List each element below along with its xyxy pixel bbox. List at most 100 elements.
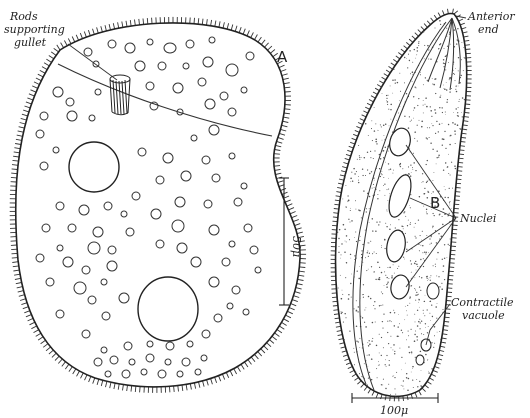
stipple-dot xyxy=(453,236,454,237)
stipple-dot xyxy=(406,373,407,374)
stipple-dot xyxy=(455,168,456,169)
food-vacuole xyxy=(163,153,173,163)
stipple-dot xyxy=(444,279,445,280)
food-vacuole xyxy=(146,354,154,362)
stipple-dot xyxy=(418,302,419,303)
stipple-dot xyxy=(416,87,417,88)
food-vacuole xyxy=(175,197,185,207)
stipple-dot xyxy=(381,126,382,127)
stipple-dot xyxy=(367,355,368,356)
cilium xyxy=(243,29,245,35)
stipple-dot xyxy=(469,130,470,131)
food-vacuole xyxy=(191,257,201,267)
stipple-dot xyxy=(448,244,449,245)
stipple-dot xyxy=(413,96,414,97)
stipple-dot xyxy=(466,162,467,163)
stipple-dot xyxy=(345,372,346,373)
stipple-dot xyxy=(432,213,433,214)
food-vacuole xyxy=(156,240,164,248)
stipple-dot xyxy=(390,168,391,169)
anterior-label-line-1: Anterior xyxy=(467,10,515,23)
cilium xyxy=(73,369,76,374)
stipple-dot xyxy=(362,168,363,169)
stipple-dot xyxy=(361,111,362,112)
stipple-dot xyxy=(356,107,357,108)
stipple-dot xyxy=(457,115,458,116)
stipple-dot xyxy=(417,339,418,340)
stipple-dot xyxy=(412,29,413,30)
stipple-dot xyxy=(387,277,388,278)
stipple-dot xyxy=(399,165,400,166)
stipple-dot xyxy=(379,221,380,222)
cilium xyxy=(230,371,233,376)
stipple-dot xyxy=(419,319,420,320)
stipple-dot xyxy=(415,300,416,301)
food-vacuole xyxy=(150,102,158,110)
stipple-dot xyxy=(443,357,444,358)
stipple-dot xyxy=(367,169,368,170)
cilium xyxy=(81,373,84,378)
stipple-dot xyxy=(373,23,374,24)
stipple-dot xyxy=(342,157,343,158)
cilium xyxy=(11,173,17,174)
cilium xyxy=(24,311,30,313)
stipple-dot xyxy=(446,28,447,29)
stipple-dot xyxy=(433,265,434,266)
cilium xyxy=(247,30,249,36)
cilium xyxy=(31,90,37,92)
stipple-dot xyxy=(365,48,366,49)
stipple-dot xyxy=(376,62,377,63)
stipple-dot xyxy=(390,24,391,25)
stipple-dot xyxy=(390,61,391,62)
stipple-dot xyxy=(422,245,423,246)
stipple-dot xyxy=(426,209,427,210)
stipple-dot xyxy=(425,97,427,99)
cilium xyxy=(76,35,78,41)
stipple-dot xyxy=(464,57,465,58)
stipple-dot xyxy=(460,195,461,196)
stipple-dot xyxy=(452,371,453,372)
stipple-dot xyxy=(465,187,466,188)
stipple-dot xyxy=(358,278,360,280)
stipple-dot xyxy=(379,190,380,191)
stipple-dot xyxy=(341,254,342,255)
stipple-dot xyxy=(446,82,447,83)
stipple-dot xyxy=(453,339,454,340)
stipple-dot xyxy=(343,224,345,226)
cilium xyxy=(36,333,41,336)
cilium xyxy=(300,263,306,264)
stipple-dot xyxy=(407,30,408,31)
stipple-dot xyxy=(419,196,420,197)
food-vacuole xyxy=(181,171,191,181)
stipple-dot xyxy=(424,252,425,253)
stipple-dot xyxy=(374,187,375,188)
large-vacuole-1 xyxy=(69,142,119,192)
stipple-dot xyxy=(396,372,397,373)
stipple-dot xyxy=(353,132,354,133)
stipple-dot xyxy=(364,68,365,69)
stipple-dot xyxy=(464,99,465,100)
cilium xyxy=(21,303,27,305)
stipple-dot xyxy=(357,99,358,100)
stipple-dot xyxy=(392,349,393,350)
stipple-dot xyxy=(433,394,434,395)
stipple-dot xyxy=(408,174,409,175)
stipple-dot xyxy=(355,40,356,41)
stipple-dot xyxy=(408,346,410,348)
cilium xyxy=(287,204,293,206)
stipple-dot xyxy=(409,296,411,298)
stipple-dot xyxy=(425,77,426,78)
stipple-dot xyxy=(464,30,466,32)
food-vacuoles-a xyxy=(36,37,261,378)
cilium xyxy=(72,37,75,43)
stipple-dot xyxy=(348,298,350,300)
cell-a xyxy=(10,17,306,393)
stipple-dot xyxy=(387,211,388,212)
stipple-dot xyxy=(416,264,418,266)
stipple-dot xyxy=(397,82,398,83)
cilium xyxy=(49,350,53,354)
food-vacuole xyxy=(88,242,100,254)
stipple-dot xyxy=(413,153,414,154)
stipple-dot xyxy=(412,62,413,63)
food-vacuole xyxy=(67,111,77,121)
